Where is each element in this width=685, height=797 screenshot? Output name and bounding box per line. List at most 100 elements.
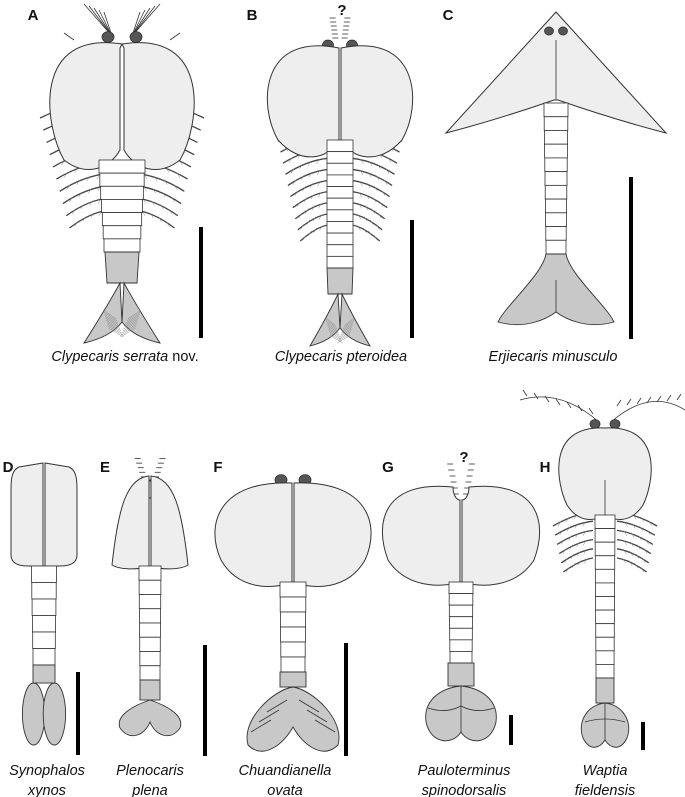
limb-seta xyxy=(86,176,91,182)
limb-seta xyxy=(583,540,587,546)
tail-fan-ridge xyxy=(306,709,328,723)
body-segment xyxy=(102,225,142,240)
tail-seta xyxy=(125,313,140,324)
tail-seta xyxy=(120,327,136,338)
tail-seta xyxy=(341,325,353,334)
limb-seta xyxy=(360,158,364,165)
limb xyxy=(351,157,395,175)
limb-seta xyxy=(312,216,317,222)
limb xyxy=(556,529,594,545)
body-segment xyxy=(594,528,616,543)
specimen-g xyxy=(381,457,541,742)
species-caption: plena xyxy=(131,783,167,797)
species-caption: Erjiecaris minusculo xyxy=(489,349,618,365)
body-segment xyxy=(595,664,615,679)
limb-seta xyxy=(303,197,308,203)
tail-seta xyxy=(121,323,137,334)
body-segment xyxy=(279,611,306,628)
carapace-spine xyxy=(63,32,75,41)
carapace-right-valve xyxy=(121,42,195,170)
limb-seta xyxy=(309,182,314,189)
body-segment xyxy=(594,514,616,529)
tail-seta xyxy=(325,319,337,328)
limb-seta xyxy=(160,204,164,210)
tail-seta xyxy=(126,311,141,322)
body-segment xyxy=(545,226,567,241)
body-segment xyxy=(279,581,307,598)
species-caption: Chuandianella xyxy=(239,763,332,779)
antenna-spine xyxy=(522,389,528,397)
telson xyxy=(32,664,56,684)
limb-seta xyxy=(162,191,166,198)
tail-seta xyxy=(103,311,118,322)
caudal-rami xyxy=(118,699,182,737)
limb-seta xyxy=(143,186,147,192)
body-segment xyxy=(448,581,474,594)
limb-seta xyxy=(152,188,157,194)
limb-seta xyxy=(319,225,323,231)
body-segment xyxy=(138,594,162,610)
limb-seta xyxy=(367,171,372,178)
species-caption: ovata xyxy=(267,783,302,797)
limb-seta xyxy=(149,212,154,219)
body-segment xyxy=(100,185,144,200)
carapace-left-valve xyxy=(214,482,293,587)
limb-seta xyxy=(296,201,301,208)
body-segment xyxy=(595,623,615,638)
tail-fan xyxy=(339,292,371,347)
tail-fan xyxy=(121,281,161,344)
body-segment xyxy=(326,139,354,153)
limb-seta xyxy=(637,544,641,550)
body-segment xyxy=(101,212,143,227)
antenna-spine xyxy=(676,393,682,401)
carapace-right-valve xyxy=(44,462,78,567)
tail-seta xyxy=(338,331,351,340)
limb-seta xyxy=(374,186,378,192)
limb-seta xyxy=(308,230,312,236)
telson xyxy=(595,677,615,704)
body-segment xyxy=(595,582,615,597)
limb-seta xyxy=(318,203,322,209)
body-segment xyxy=(544,157,568,173)
limb-seta xyxy=(299,163,303,170)
limb-seta xyxy=(640,516,645,523)
tail-seta xyxy=(326,323,339,332)
antenna-spine xyxy=(555,398,561,406)
limb-seta xyxy=(302,186,306,192)
body-segment xyxy=(545,239,567,255)
limb-seta xyxy=(153,176,158,182)
limb-seta xyxy=(371,208,375,214)
panel-label: B xyxy=(247,7,258,24)
body-segment xyxy=(32,648,56,666)
tail-seta xyxy=(127,309,142,320)
panel-label: E xyxy=(100,459,110,476)
antenna-spine xyxy=(616,399,622,407)
limb-seta xyxy=(647,530,651,536)
limb-seta xyxy=(624,521,628,527)
eye xyxy=(558,26,568,36)
limb-seta xyxy=(307,160,312,167)
body-segment xyxy=(326,232,354,246)
tail-seta xyxy=(121,325,137,336)
tail-seta xyxy=(107,325,123,336)
carapace-left-valve xyxy=(111,475,150,570)
tail-seta xyxy=(330,335,343,344)
tail-seta xyxy=(105,319,121,330)
body-segment xyxy=(31,565,57,583)
limb-seta xyxy=(640,566,644,573)
body-segment xyxy=(544,171,568,186)
limb-seta xyxy=(317,181,321,187)
limb-seta xyxy=(76,179,81,185)
eye xyxy=(589,419,601,429)
body-segment xyxy=(98,159,146,174)
limb-seta xyxy=(168,209,173,215)
tail-seta xyxy=(337,335,350,344)
limb-seta xyxy=(318,214,323,220)
body-segment xyxy=(31,598,57,616)
limb-seta xyxy=(300,224,305,230)
limb-seta xyxy=(582,521,586,527)
species-caption: Plenocaris xyxy=(116,763,184,779)
body-segment xyxy=(101,199,143,213)
body-segment xyxy=(449,627,473,641)
limb-seta xyxy=(566,566,570,573)
